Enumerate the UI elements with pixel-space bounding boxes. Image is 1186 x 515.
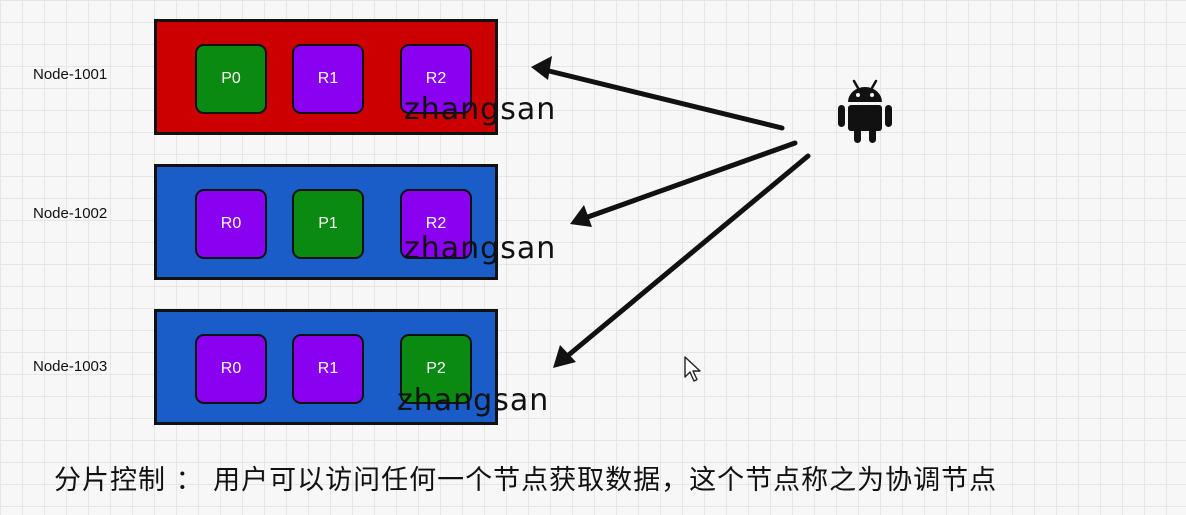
- android-icon: [838, 79, 892, 143]
- arrowhead-1003: [553, 345, 576, 368]
- shard-r2: R2: [400, 44, 472, 114]
- watermark-text: zhangsan: [404, 92, 557, 127]
- arrow-to-node-1003: [562, 153, 811, 361]
- shard-r2: R2: [400, 189, 472, 259]
- arrow-to-node-1002: [582, 140, 798, 221]
- node-label-1002: Node-1002: [33, 205, 108, 222]
- arrowhead-1001: [531, 56, 552, 80]
- node-label-1001: Node-1001: [33, 66, 108, 83]
- mouse-cursor-icon: [684, 356, 701, 382]
- arrow-to-node-1001: [542, 67, 785, 131]
- shard-r1: R1: [292, 334, 364, 404]
- shard-r1: R1: [292, 44, 364, 114]
- node-label-1003: Node-1003: [33, 358, 108, 375]
- watermark-text: zhangsan: [404, 231, 557, 266]
- caption-text: 分片控制 ： 用户可以访问任何一个节点获取数据，这个节点称之为协调节点: [54, 465, 998, 496]
- node-box-1002: R0 P1 R2: [154, 164, 498, 280]
- shard-p2: P2: [400, 334, 472, 404]
- shard-r0: R0: [195, 189, 267, 259]
- shard-p1: P1: [292, 189, 364, 259]
- watermark-text: zhangsan: [397, 383, 550, 418]
- shard-p0: P0: [195, 44, 267, 114]
- shard-r0: R0: [195, 334, 267, 404]
- arrowhead-1002: [570, 205, 592, 227]
- node-box-1003: R0 R1 P2: [154, 309, 498, 425]
- node-box-1001: P0 R1 R2: [154, 19, 498, 135]
